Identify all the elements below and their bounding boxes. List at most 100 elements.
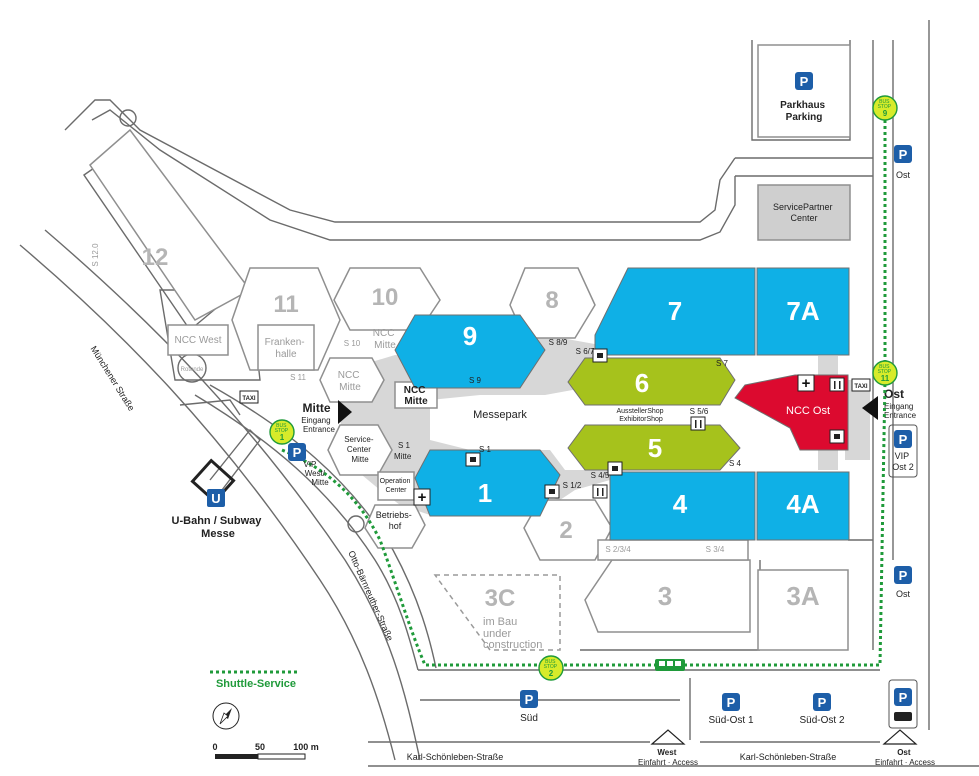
- blue-halls: [394, 267, 850, 541]
- hall-4a-label: 4A: [786, 489, 819, 519]
- rotunde-label: Rotunde: [181, 367, 204, 373]
- hall-3c-label: 3C: [485, 585, 516, 612]
- shuttle-route: [281, 115, 887, 667]
- hall-6-shape: [567, 357, 736, 406]
- hall-12-label: 12: [142, 244, 169, 271]
- svg-text:BUS STOP 9: BUS STOP 9: [878, 99, 893, 118]
- ubahn-icon: U: [211, 491, 220, 506]
- hall-7a-label: 7A: [786, 296, 819, 326]
- shuttle-service-legend: Shuttle-Service: [216, 678, 296, 690]
- service-center-label: Service- Center Mitte: [344, 435, 376, 464]
- compass-icon: [212, 702, 240, 730]
- first-aid-icons: + +: [413, 374, 815, 506]
- passage-s4: S 4: [729, 459, 742, 468]
- service-partner-label: ServicePartner Center: [773, 202, 835, 223]
- karl-schoenleben-west-label: Karl-Schönleben-Straße: [407, 752, 504, 762]
- ubahn-station: U U-Bahn / Subway Messe: [172, 458, 265, 540]
- parking-vip-ost2: P VIP Ost 2: [888, 424, 918, 478]
- bus-icon: [894, 712, 912, 721]
- restaurant-icon: [829, 377, 845, 392]
- hall-9-label: 9: [463, 321, 477, 351]
- hall-11-label: 11: [273, 291, 298, 318]
- ost-entrance-label: Ost Eingang Entrance: [884, 385, 918, 420]
- parking-parkhaus: P: [795, 72, 813, 90]
- service-partner-shape: [757, 184, 851, 241]
- aussteller-shop-label: AusstellerShop ExhibitorShop: [616, 408, 665, 423]
- hall-5-label: 5: [648, 433, 662, 463]
- ncc-mitte-box-label: NCC Mitte: [404, 385, 428, 407]
- svg-text:West Einfahrt · Access: West Einfahrt · Access: [638, 748, 698, 767]
- parkhaus-shape: [757, 44, 851, 138]
- passage-s5-6: S 5/6: [690, 407, 709, 416]
- svg-text:P: P: [800, 74, 809, 89]
- hall-7a-shape: [756, 267, 850, 356]
- hall-numbers: 12 11 10 8 2 3 3A 3C 9 7 7A 6 5 1 4 4A: [142, 244, 820, 612]
- parking-sued-ost-2-label: Süd-Ost 2: [799, 715, 844, 726]
- scale-tick-0: 0: [212, 742, 217, 752]
- parking-sued-label: Süd: [520, 713, 538, 724]
- passage-s1-2: S 1/2: [563, 481, 582, 490]
- mitte-entrance-label: Mitte Eingang Entrance: [301, 399, 335, 434]
- svg-text:P: P: [899, 432, 908, 447]
- parking-ost-top-label: Ost: [896, 170, 911, 180]
- passage-s12: S 12.0: [91, 243, 100, 267]
- passage-s9: S 9: [469, 376, 482, 385]
- taxi-west-label: TAXI: [242, 396, 256, 402]
- hall-9-shape: [394, 314, 546, 389]
- ncc-ost-label: NCC Ost: [786, 405, 830, 417]
- hall-1-shape: [414, 449, 561, 517]
- hall-6-label: 6: [635, 368, 649, 398]
- hall-5-shape: [567, 424, 741, 471]
- passage-s10: S 10: [344, 339, 361, 348]
- passage-s11: S 11: [290, 373, 306, 382]
- svg-text:P: P: [899, 568, 908, 583]
- hall-8-shape: [509, 267, 596, 339]
- muenchener-strasse-label: Münchener Straße: [89, 344, 137, 413]
- gray-halls: [89, 44, 851, 651]
- frankenhalle-shape: [257, 324, 315, 371]
- svg-text:BUS STOP 11: BUS STOP 11: [878, 364, 893, 383]
- mitte-entrance-arrow: [338, 400, 352, 424]
- first-aid-mitte-icon: +: [418, 489, 427, 506]
- parking-bus: P: [888, 679, 918, 729]
- hall-2-label: 2: [559, 517, 572, 544]
- hall-10-label: 10: [372, 284, 399, 311]
- first-aid-ost-icon: +: [802, 375, 811, 392]
- ost-entrance-arrow: [862, 396, 878, 420]
- hall-7-label: 7: [668, 296, 682, 326]
- passage-s3-4: S 3/4: [706, 545, 725, 554]
- hall-3c-construction-label: im Bau under construction: [483, 616, 542, 651]
- ost-access: Ost Einfahrt · Access: [875, 729, 935, 767]
- hall-8-label: 8: [545, 287, 558, 314]
- bus-stop-1: BUS STOP 1: [269, 419, 295, 445]
- restaurant-icon-glyphs: [470, 353, 841, 496]
- parking-sued: P Süd: [520, 690, 538, 724]
- hall-3a-label: 3A: [786, 581, 819, 611]
- frankenhalle-label: Franken- halle: [265, 337, 308, 360]
- passage-s2-3-4: S 2/3/4: [605, 545, 631, 554]
- svg-text:BUS STOP 2: BUS STOP 2: [544, 659, 559, 678]
- ncc-west-label: NCC West: [174, 335, 221, 346]
- west-access: West Einfahrt · Access: [638, 729, 698, 767]
- parking-ost-mid: P Ost: [894, 566, 912, 599]
- ubahn-label: U-Bahn / Subway Messe: [172, 515, 265, 540]
- parking-ost-mid-label: Ost: [896, 589, 911, 599]
- bus-stop-11: BUS STOP 11: [872, 360, 898, 386]
- building-labels: Franken- halle NCC West Rotunde NCC Mitt…: [174, 100, 918, 651]
- svg-text:BUS STOP 1: BUS STOP 1: [275, 423, 290, 442]
- shuttle-bus-icon: [655, 659, 685, 671]
- taxi-ost-label: TAXI: [854, 384, 868, 390]
- hall-3a-shape: [757, 569, 849, 651]
- operation-center-label: Operation Center: [380, 478, 413, 494]
- parking-sued-ost-1-label: Süd-Ost 1: [708, 715, 753, 726]
- otto-baernreuther-strasse-label: Otto-Bärnreuther-Straße: [346, 549, 395, 642]
- hall-2-shape: [523, 499, 613, 561]
- parkhaus-label: Parkhaus Parking: [780, 100, 828, 123]
- ncc-mitte-small-label: NCC Mitte: [338, 370, 362, 393]
- hall-4a-shape: [756, 471, 850, 541]
- passage-s6-7: S 6/7: [576, 347, 595, 356]
- hall-3c-shape: [433, 574, 561, 651]
- ncc-mitte-top-label: NCC Mitte: [373, 328, 397, 351]
- operation-center-shape: [377, 471, 415, 501]
